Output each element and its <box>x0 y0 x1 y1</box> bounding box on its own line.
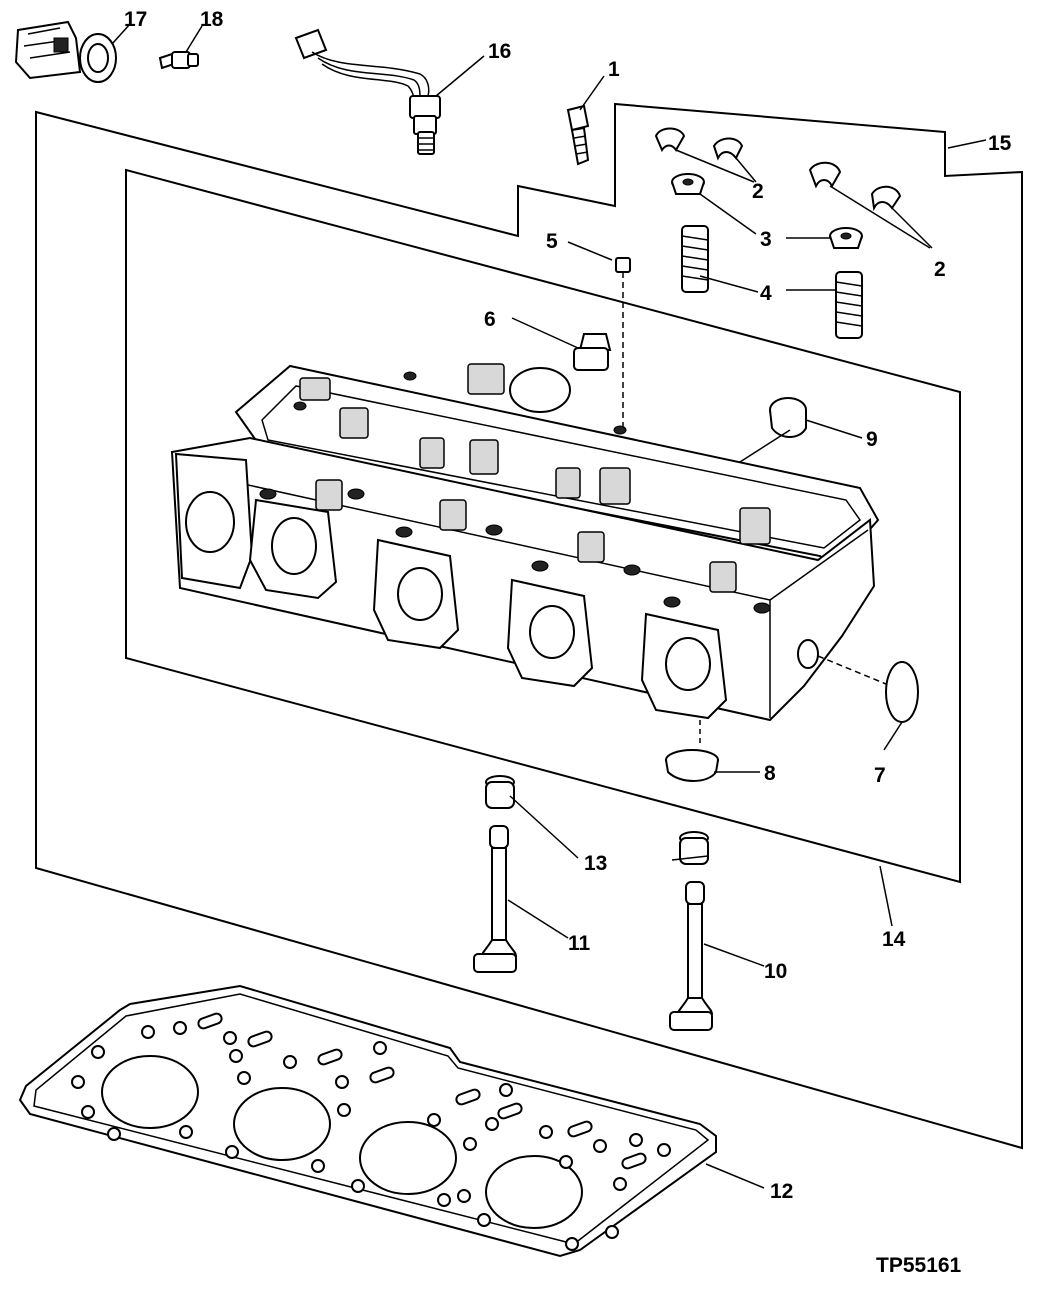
expansion-plug <box>817 655 919 723</box>
callout-8: 8 <box>764 762 776 785</box>
callout-3: 3 <box>760 228 772 251</box>
callout-17: 17 <box>124 8 147 31</box>
callout-9: 9 <box>866 428 878 451</box>
callout-13: 13 <box>584 852 607 875</box>
valve-stem-seals <box>485 775 709 865</box>
callout-1: 1 <box>608 58 620 81</box>
intake-valve <box>473 825 518 973</box>
callout-7: 7 <box>874 764 886 787</box>
callout-10: 10 <box>764 960 787 983</box>
callout-2a: 2 <box>752 180 764 203</box>
callout-6: 6 <box>484 308 496 331</box>
callout-4: 4 <box>760 282 772 305</box>
callout-15: 15 <box>988 132 1012 155</box>
small-sensor <box>158 51 199 70</box>
rocker-boss-set <box>299 363 771 593</box>
valve-retainer-locks <box>654 127 902 212</box>
gasket-oil-slots <box>197 1012 647 1170</box>
callout-18: 18 <box>200 8 224 31</box>
valve-seat-insert <box>665 720 719 782</box>
bushing <box>769 397 807 438</box>
callout-2b: 2 <box>934 258 946 281</box>
dowel-pin <box>615 257 631 428</box>
callout-16: 16 <box>488 40 511 63</box>
valve-springs <box>681 225 863 339</box>
callout-14: 14 <box>882 928 906 951</box>
callout-5: 5 <box>546 230 558 253</box>
figure-id: TP55161 <box>876 1254 962 1277</box>
head-gasket <box>18 984 717 1258</box>
outer-assembly-panel <box>35 102 1023 1150</box>
callout-11: 11 <box>568 932 591 955</box>
fitting <box>573 333 612 371</box>
solenoid-actuator <box>14 20 117 83</box>
cap-screw <box>566 104 590 166</box>
exhaust-valve <box>669 881 714 1031</box>
cylinder-head <box>170 363 880 722</box>
gasket-bolt-holes <box>71 1021 671 1251</box>
temperature-sender <box>294 28 441 155</box>
valve-spring-caps <box>671 173 863 249</box>
inner-subassembly-panel <box>125 168 961 884</box>
leader-lines <box>111 23 987 1189</box>
callout-12: 12 <box>770 1180 793 1203</box>
